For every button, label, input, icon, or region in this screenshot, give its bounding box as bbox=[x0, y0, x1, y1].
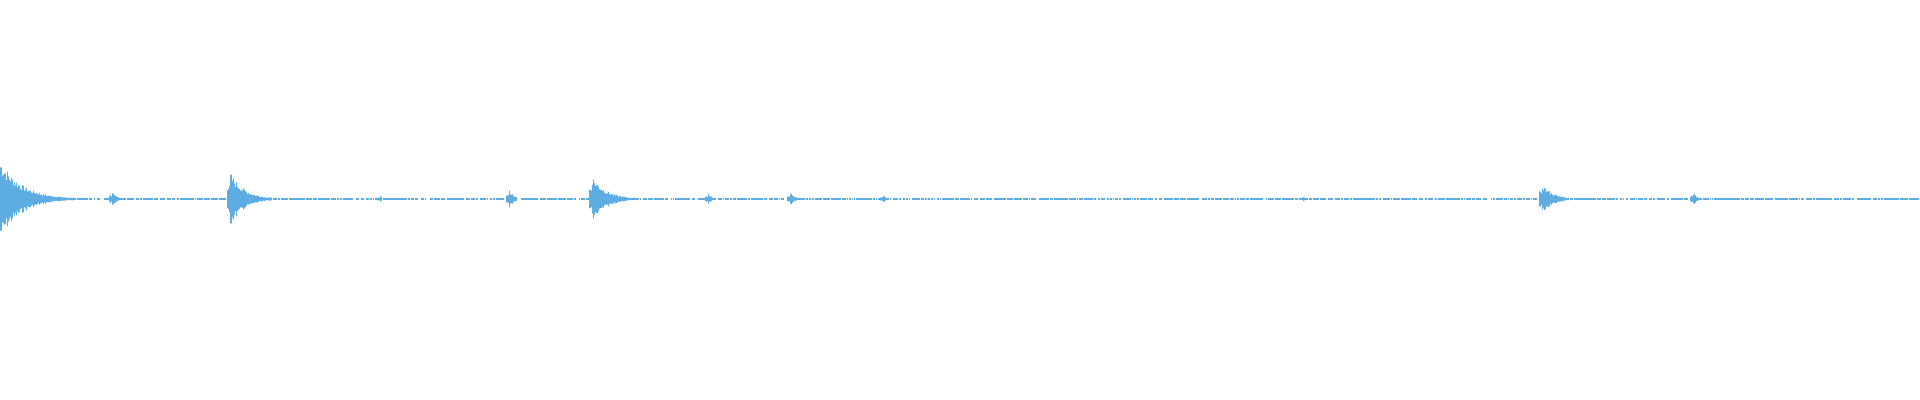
waveform-path bbox=[0, 167, 1919, 231]
waveform-bars bbox=[0, 167, 1919, 231]
